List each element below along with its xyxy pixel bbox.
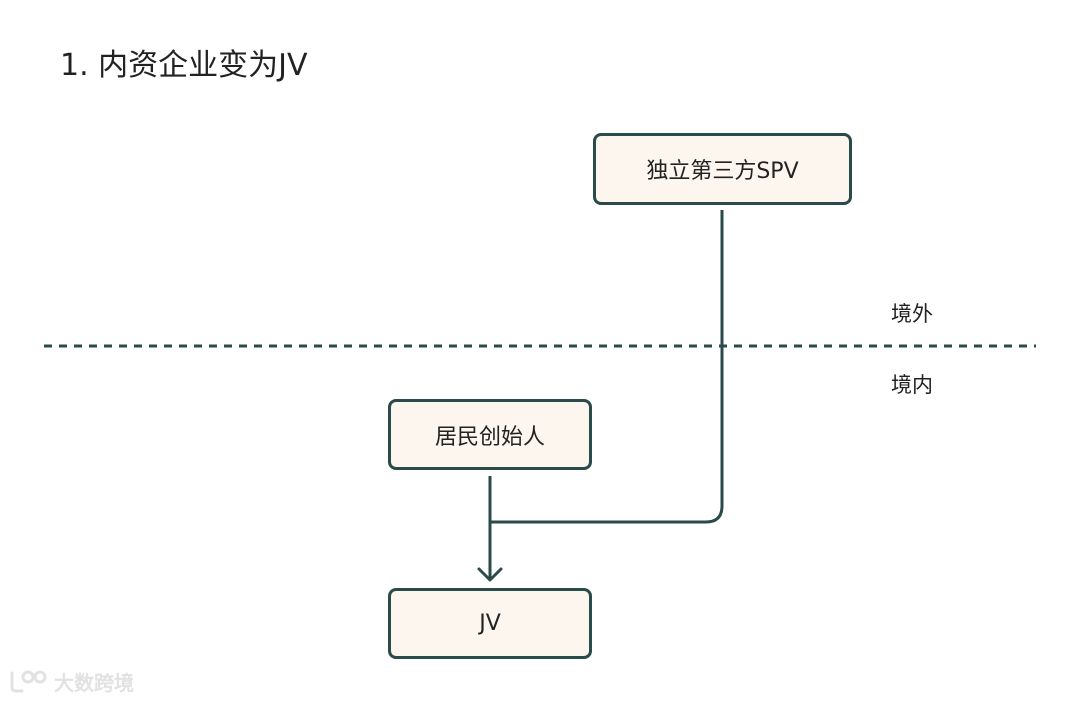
node-label-founder: 居民创始人 [434, 424, 545, 450]
node-label-jv: JV [479, 611, 501, 636]
watermark-text: 大数跨境 [54, 670, 134, 695]
node-independent-spv: 独立第三方SPV [593, 133, 852, 205]
node-label-spv: 独立第三方SPV [646, 159, 799, 184]
watermark-logo-icon [10, 670, 47, 693]
region-label-onshore: 境内 [891, 373, 933, 397]
node-jv: JV [388, 588, 592, 659]
page-title: 1. 内资企业变为JV [60, 48, 308, 83]
arrowhead-icon [477, 567, 503, 582]
connector-spv-to-jv [490, 210, 724, 524]
watermark: 大数跨境 [8, 665, 134, 697]
node-resident-founder: 居民创始人 [388, 399, 592, 470]
region-label-offshore: 境外 [891, 302, 933, 326]
